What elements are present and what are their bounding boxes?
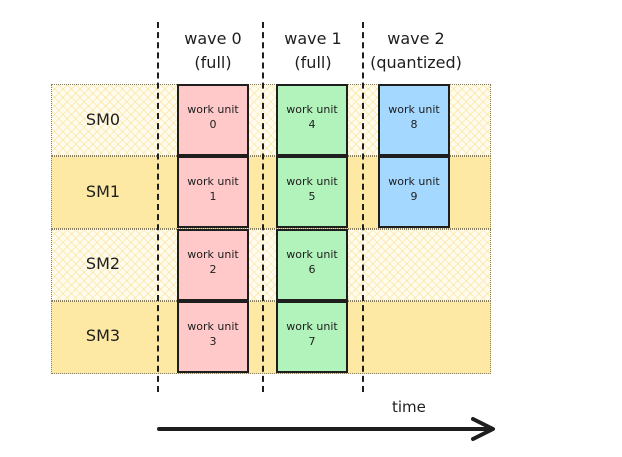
work-unit-label: work unit	[286, 320, 338, 333]
wave-title: wave 2	[387, 29, 445, 48]
wave-title: wave 1	[284, 29, 342, 48]
work-unit-7: work unit 7	[276, 301, 348, 373]
work-unit-number: 3	[209, 335, 217, 348]
work-unit-label: work unit	[286, 103, 338, 116]
time-arrow-icon	[157, 417, 495, 441]
wave-title: wave 0	[184, 29, 242, 48]
wave-header-2: wave 2 (quantized)	[361, 27, 471, 75]
sm-label-2: SM2	[85, 254, 121, 273]
wave-note: (quantized)	[370, 53, 462, 72]
work-unit-6: work unit 6	[276, 229, 348, 301]
work-unit-4: work unit 4	[276, 84, 348, 156]
work-unit-label: work unit	[388, 175, 440, 188]
work-unit-label: work unit	[187, 320, 239, 333]
work-unit-number: 7	[308, 335, 316, 348]
sm-row-3	[51, 301, 491, 374]
work-unit-number: 4	[308, 118, 316, 131]
time-label: time	[392, 398, 426, 416]
work-unit-9: work unit 9	[378, 156, 450, 228]
work-unit-0: work unit 0	[177, 84, 249, 156]
work-unit-label: work unit	[187, 248, 239, 261]
work-unit-number: 6	[308, 263, 316, 276]
work-unit-label: work unit	[286, 248, 338, 261]
work-unit-number: 2	[209, 263, 217, 276]
work-unit-1: work unit 1	[177, 156, 249, 228]
work-unit-label: work unit	[187, 103, 239, 116]
work-unit-label: work unit	[286, 175, 338, 188]
work-unit-number: 5	[308, 190, 316, 203]
wave-boundary-line	[262, 22, 264, 392]
wave-header-0: wave 0 (full)	[158, 27, 268, 75]
wave-note: (full)	[194, 53, 232, 72]
sm-row-2	[51, 229, 491, 301]
wave-boundary-line	[362, 22, 364, 392]
work-unit-label: work unit	[187, 175, 239, 188]
wave-note: (full)	[294, 53, 332, 72]
sm-label-0: SM0	[85, 110, 121, 129]
work-unit-2: work unit 2	[177, 229, 249, 301]
sm-label-3: SM3	[85, 326, 121, 345]
work-unit-number: 9	[410, 190, 418, 203]
wave-boundary-line	[157, 22, 159, 392]
work-unit-number: 0	[209, 118, 217, 131]
sm-label-1: SM1	[85, 182, 121, 201]
work-unit-5: work unit 5	[276, 156, 348, 228]
work-unit-number: 1	[209, 190, 217, 203]
work-unit-label: work unit	[388, 103, 440, 116]
work-unit-3: work unit 3	[177, 301, 249, 373]
work-unit-number: 8	[410, 118, 418, 131]
wave-header-1: wave 1 (full)	[258, 27, 368, 75]
work-unit-8: work unit 8	[378, 84, 450, 156]
